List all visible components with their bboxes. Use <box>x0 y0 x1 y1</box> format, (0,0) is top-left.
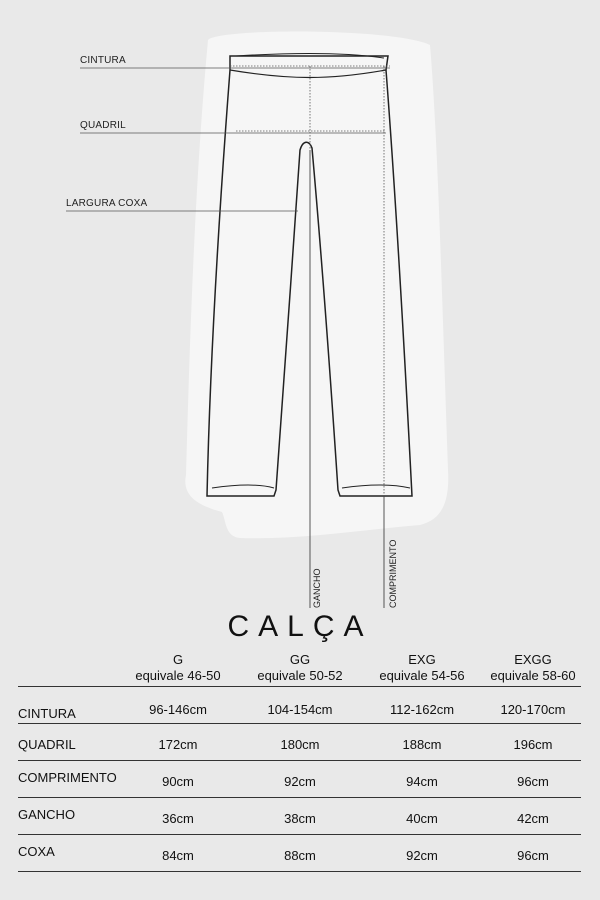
header-col-exg: EXG equivale 54-56 <box>362 652 482 684</box>
table-cell: 42cm <box>517 811 549 826</box>
label-gancho: GANCHO <box>312 568 322 608</box>
table-row: QUADRIL 172cm 180cm 188cm 196cm <box>18 725 581 761</box>
header-col-gg: GG equivale 50-52 <box>240 652 360 684</box>
table-cell: 38cm <box>284 811 316 826</box>
table-cell: 120-170cm <box>500 702 566 717</box>
table-cell: 36cm <box>162 811 194 826</box>
pants-outline <box>206 55 413 497</box>
label-cintura: CINTURA <box>80 55 126 66</box>
table-row: COXA 84cm 88cm 92cm 96cm <box>18 836 581 872</box>
header-col-g: G equivale 46-50 <box>118 652 238 684</box>
table-cell: 172cm <box>158 737 198 752</box>
header-code: EXGG <box>514 652 552 667</box>
table-cell: 40cm <box>406 811 438 826</box>
table-cell: 84cm <box>162 848 194 863</box>
header-col-exgg: EXGG equivale 58-60 <box>473 652 593 684</box>
table-cell: 92cm <box>284 774 316 789</box>
row-label: CINTURA <box>18 706 76 721</box>
table-row: GANCHO 36cm 38cm 40cm 42cm <box>18 799 581 835</box>
table-cell: 92cm <box>406 848 438 863</box>
page-title: CALÇA <box>227 610 373 643</box>
header-code: EXG <box>408 652 436 667</box>
table-cell: 96cm <box>517 848 549 863</box>
header-equivalent: equivale 54-56 <box>379 668 465 683</box>
table-cell: 90cm <box>162 774 194 789</box>
row-label: QUADRIL <box>18 737 76 752</box>
table-cell: 112-162cm <box>389 702 455 717</box>
label-quadril: QUADRIL <box>80 120 126 131</box>
label-largura-coxa: LARGURA COXA <box>66 198 148 209</box>
table-cell: 94cm <box>406 774 438 789</box>
table-cell: 196cm <box>513 737 553 752</box>
waist-top <box>235 53 385 59</box>
table-cell: 96cm <box>517 774 549 789</box>
table-cell: 96-146cm <box>149 702 207 717</box>
waistband <box>229 69 387 79</box>
pants-shadow <box>185 31 449 539</box>
table-cell: 104-154cm <box>267 702 333 717</box>
row-label: COMPRIMENTO <box>18 770 117 785</box>
header-code: G <box>172 652 184 667</box>
table-cell: 188cm <box>402 737 442 752</box>
header-equivalent: equivale 46-50 <box>135 668 221 683</box>
table-header: G equivale 46-50 GG equivale 50-52 EXG e… <box>18 648 581 687</box>
header-equivalent: equivale 50-52 <box>257 668 343 683</box>
row-label: GANCHO <box>18 807 76 822</box>
table-row: COMPRIMENTO 90cm 92cm 94cm 96cm <box>18 762 581 798</box>
table-cell: 88cm <box>284 848 316 863</box>
table-cell: 180cm <box>280 737 320 752</box>
table-row: CINTURA 96-146cm 104-154cm 112-162cm 120… <box>18 688 581 724</box>
pants-diagram <box>66 31 449 608</box>
label-comprimento: COMPRIMENTO <box>388 539 398 608</box>
header-code: GG <box>289 652 311 667</box>
row-label: COXA <box>18 844 55 859</box>
header-equivalent: equivale 58-60 <box>490 668 576 683</box>
